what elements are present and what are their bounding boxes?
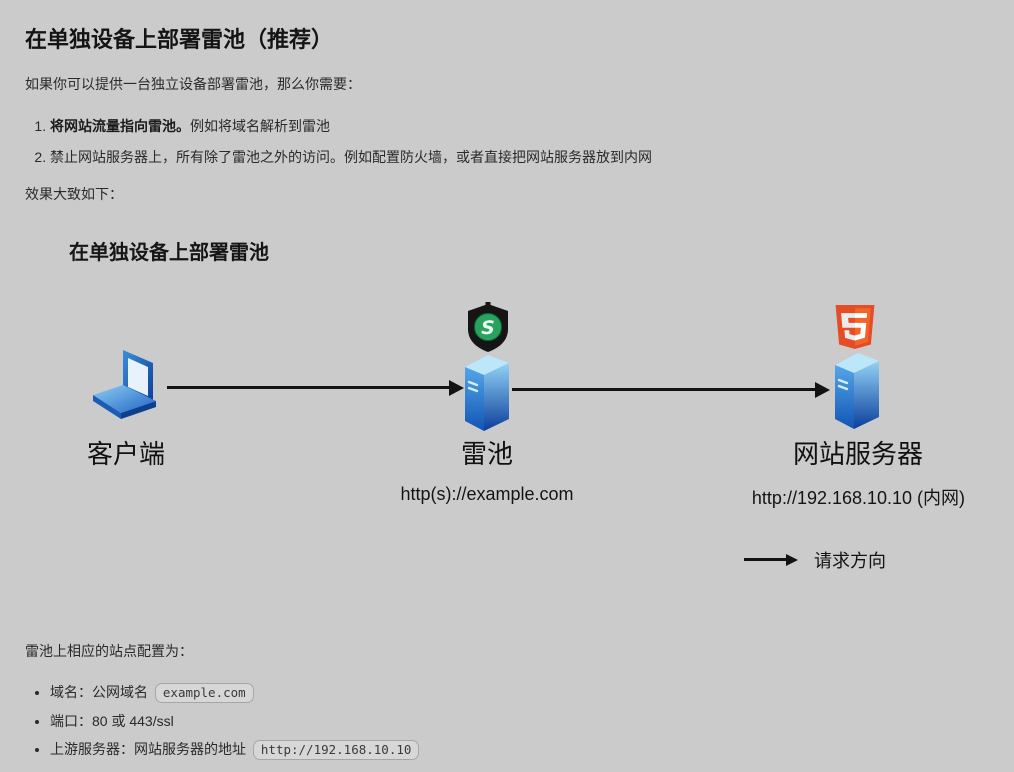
config-item-upstream: 上游服务器：网站服务器的地址 http://192.168.10.10	[50, 740, 420, 760]
step-item-1: 将网站流量指向雷池。例如将域名解析到雷池	[50, 116, 652, 136]
config-heading: 雷池上相应的站点配置为：	[25, 643, 193, 659]
waf-server-icon	[465, 355, 509, 431]
step-item-2: 禁止网站服务器上，所有除了雷池之外的访问。例如配置防火墙，或者直接把网站服务器放…	[50, 147, 652, 167]
html5-icon	[835, 305, 875, 349]
web-server-url: http://192.168.10.10 (内网)	[751, 488, 966, 508]
diagram-title: 在单独设备上部署雷池	[69, 242, 269, 264]
arrow-waf-to-web	[512, 388, 815, 391]
web-server-icon	[835, 353, 879, 429]
step-2-text: 禁止网站服务器上，所有除了雷池之外的访问。例如配置防火墙，或者直接把网站服务器放…	[50, 149, 652, 165]
config-domain-text: 域名：公网域名	[50, 684, 148, 700]
step-1-bold: 将网站流量指向雷池。	[50, 118, 190, 134]
waf-label: 雷池	[460, 439, 513, 469]
svg-text:S: S	[481, 317, 495, 339]
web-server-label: 网站服务器	[792, 439, 923, 469]
page-title: 在单独设备上部署雷池（推荐）	[25, 27, 334, 52]
config-upstream-code: http://192.168.10.10	[252, 740, 420, 760]
laptop-icon	[93, 350, 156, 419]
deployment-diagram: 在单独设备上部署雷池 S	[0, 225, 1014, 610]
safeline-shield-icon: S	[468, 302, 508, 352]
config-item-port: 端口：80 或 443/ssl	[50, 713, 419, 729]
config-item-domain: 域名：公网域名 example.com	[50, 683, 419, 703]
config-upstream-text: 上游服务器：网站服务器的地址	[50, 741, 246, 757]
steps-list: 将网站流量指向雷池。例如将域名解析到雷池 禁止网站服务器上，所有除了雷池之外的访…	[29, 116, 652, 178]
config-list: 域名：公网域名 example.com 端口：80 或 443/ssl 上游服务…	[29, 683, 420, 770]
intro-text: 如果你可以提供一台独立设备部署雷池，那么你需要：	[25, 76, 361, 92]
arrow-client-to-waf	[167, 386, 449, 389]
legend-label: 请求方向	[814, 551, 886, 571]
step-1-text: 例如将域名解析到雷池	[190, 118, 330, 134]
waf-url: http(s)://example.com	[400, 484, 574, 504]
config-domain-code: example.com	[154, 683, 254, 703]
client-label: 客户端	[86, 439, 165, 469]
effect-label: 效果大致如下：	[25, 186, 123, 202]
legend-arrow-icon	[744, 558, 786, 561]
config-port-text: 端口：80 或 443/ssl	[50, 713, 174, 729]
